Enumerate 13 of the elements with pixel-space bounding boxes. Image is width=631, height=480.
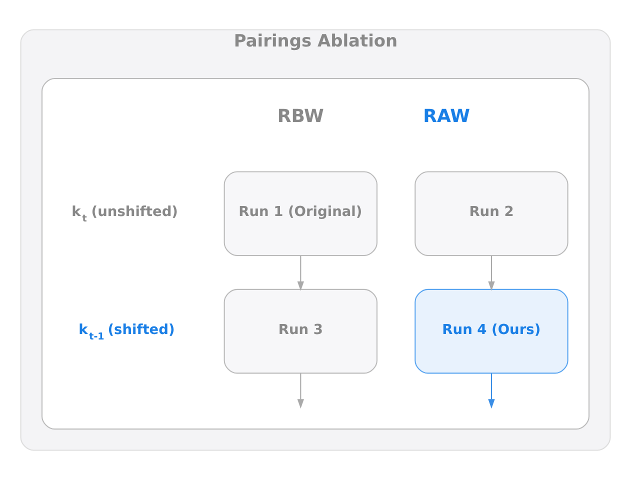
arrow: [297, 256, 304, 291]
arrow: [488, 373, 495, 409]
label: RAW: [423, 106, 470, 128]
arrow: [488, 256, 495, 291]
node-box: Run 1 (Original): [224, 171, 378, 256]
label: RBW: [277, 106, 324, 128]
arrow: [297, 373, 304, 409]
cluster: [41, 78, 590, 430]
node-box: Run 2: [414, 171, 568, 256]
node-box: Run 4 (Ours): [414, 288, 568, 374]
label: k$_{t}$ (unshifted): [72, 204, 178, 225]
label: k$_{t-1}$ (shifted): [78, 322, 175, 342]
node-box: Run 3: [224, 288, 378, 374]
